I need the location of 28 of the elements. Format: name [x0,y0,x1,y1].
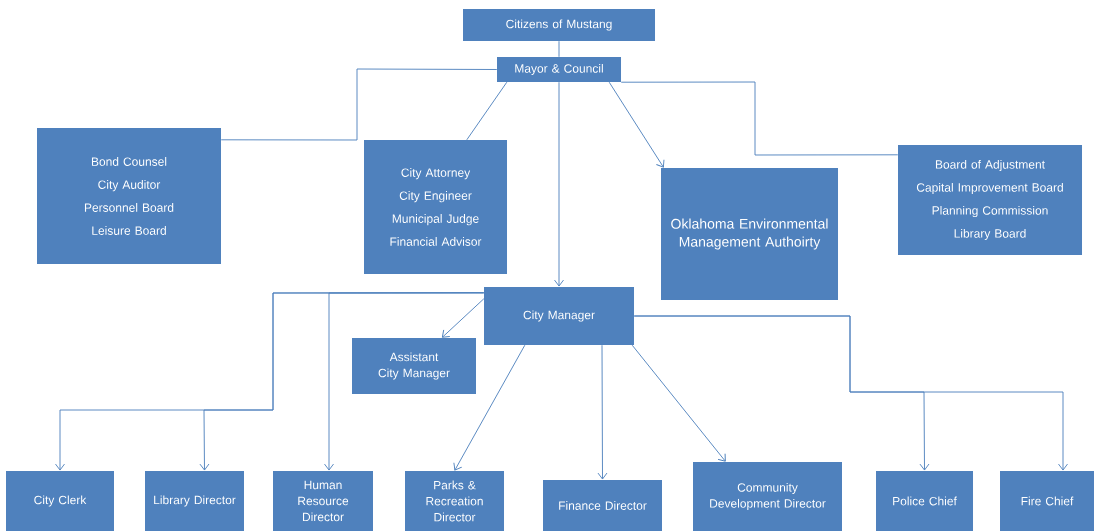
role-box: City Attorney City Engineer Municipal Judge Financial Advisor [364,140,507,274]
role-box: Citizens of Mustang [463,9,655,41]
connector-arrow [597,344,608,480]
role-box: Finance Director [543,480,662,531]
connector-arrow [441,298,485,338]
role-box: Fire Chief [1000,471,1094,531]
role-box: Parks & Recreation Director [405,471,504,531]
connector-arrow [608,81,665,168]
connector-line [220,68,498,141]
role-box: Assistant City Manager [352,338,476,394]
connector-line [466,81,508,141]
connector-arrow [633,315,1068,471]
connector-arrow [453,344,526,471]
role-box: City Manager [484,287,634,345]
connector-arrow [554,81,564,287]
role-box: Police Chief [876,471,973,531]
connector-line [558,40,560,58]
role-box: City Clerk [6,471,114,531]
role-box: Board of Adjustment Capital Improvement Board Planning Commission Library Board [898,145,1082,255]
role-box: Community Development Director [693,462,842,531]
role-box: Mayor & Council [497,57,621,82]
role-box: Bond Counsel City Auditor Personnel Board Leisure Board [37,128,221,264]
connector-line [620,81,899,156]
role-box: Library Director [145,471,244,531]
role-box: Human Resource Director [273,471,373,531]
connector-arrow [324,292,485,471]
role-box: Oklahoma Environmental Management Authoirty [661,168,838,300]
connector-arrow [631,344,726,462]
